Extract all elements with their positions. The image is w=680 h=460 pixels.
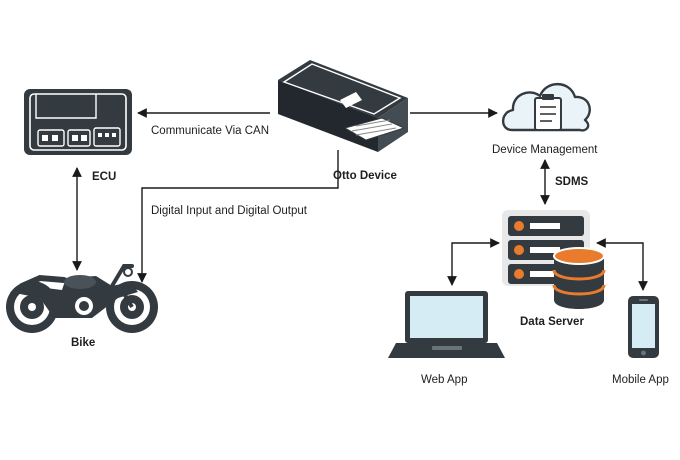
motorcycle-icon bbox=[6, 264, 158, 333]
smartphone-icon bbox=[628, 296, 659, 358]
device-management-label: Device Management bbox=[492, 144, 598, 156]
digital-io-edge-label: Digital Input and Digital Output bbox=[151, 205, 307, 217]
mobile-app-label: Mobile App bbox=[612, 374, 669, 386]
otto-device-label: Otto Device bbox=[333, 170, 397, 182]
server-mobile-app-arrow bbox=[596, 238, 648, 291]
ecu-icon bbox=[24, 89, 132, 155]
laptop-icon bbox=[388, 291, 505, 358]
connectors bbox=[72, 108, 648, 291]
bike-label: Bike bbox=[71, 337, 96, 349]
data-server-label: Data Server bbox=[520, 316, 584, 328]
otto-device-icon bbox=[278, 60, 408, 152]
ecu-label: ECU bbox=[92, 171, 117, 183]
web-app-label: Web App bbox=[421, 374, 468, 386]
sdms-edge-label: SDMS bbox=[555, 176, 589, 188]
digital-io-arrow bbox=[137, 150, 339, 283]
server-database-icon bbox=[502, 210, 606, 309]
cloud-clipboard-icon bbox=[501, 82, 591, 132]
database-cylinder-icon bbox=[552, 247, 606, 309]
can-edge-label: Communicate Via CAN bbox=[151, 125, 270, 137]
server-web-app-arrow bbox=[447, 238, 500, 286]
